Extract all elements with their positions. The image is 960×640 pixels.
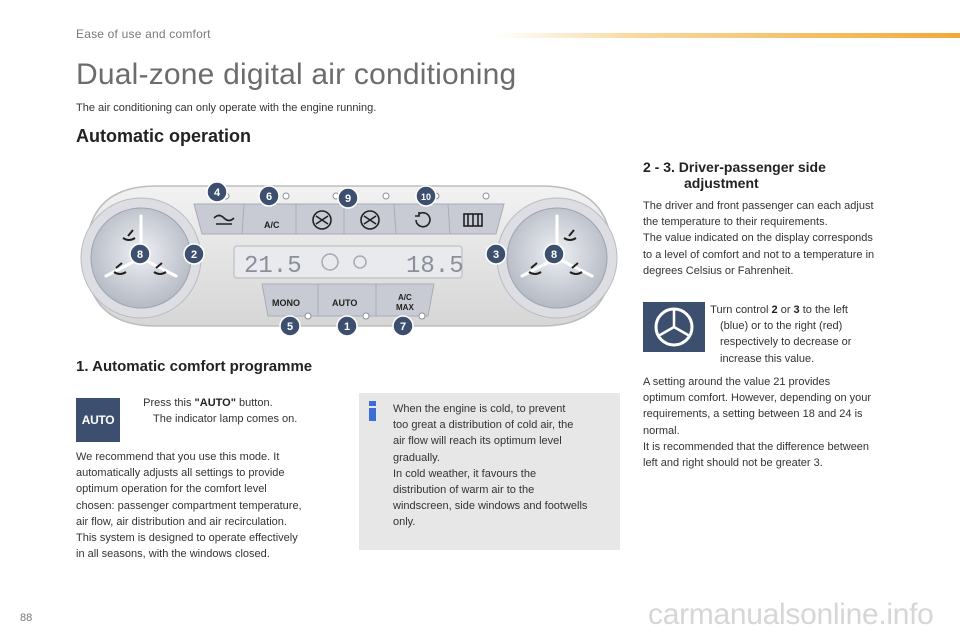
callout-badge-5 [279, 315, 301, 337]
ac-button-label: A/C [264, 220, 280, 230]
temperature-dial-icon [643, 302, 705, 352]
intro-text: The air conditioning can only operate wi… [76, 102, 377, 114]
right-temperature-readout: 18.5 [406, 253, 464, 280]
callout-label-2: 2 [191, 249, 197, 261]
callout-label-10: 10 [421, 192, 431, 202]
callout-badge-2 [183, 243, 205, 265]
watermark: carmanualsonline.info [648, 598, 934, 631]
display-recirculation-icon [353, 255, 367, 269]
auto-button-label: AUTO [332, 298, 357, 308]
callout-badge-1 [336, 315, 358, 337]
page-title: Dual-zone digital air conditioning [76, 58, 517, 91]
callout-label-6: 6 [266, 191, 272, 203]
callout-badges: 4 6 9 10 8 2 3 8 5 1 7 [129, 181, 565, 337]
callout-label-7: 7 [400, 321, 406, 333]
callout-label-3: 3 [493, 249, 499, 261]
callout-badge-9 [337, 187, 359, 209]
display-fan-icon [321, 253, 339, 271]
press-auto-step: Press this "AUTO" button. The indicator … [143, 397, 298, 426]
callout-badge-3 [485, 243, 507, 265]
section-header: Ease of use and comfort [76, 27, 211, 41]
mono-button-label: MONO [272, 298, 300, 308]
callout-badge-6 [258, 185, 280, 207]
turn-control-step: Turn control 2 or 3 to the left (blue) o… [710, 304, 852, 365]
callout-label-9: 9 [345, 193, 351, 205]
callout-label-8: 8 [551, 249, 557, 261]
callout-label-1: 1 [344, 321, 350, 333]
ac-max-button-label-line1: A/C [398, 293, 412, 302]
adjustment-paragraph: The driver and front passenger can each … [643, 200, 875, 277]
callout-badge-4 [206, 181, 228, 203]
info-icon [369, 401, 376, 421]
callout-label-8: 8 [137, 249, 143, 261]
callout-badge-7 [392, 315, 414, 337]
automatic-comfort-programme-heading: 1. Automatic comfort programme [76, 358, 313, 375]
driver-passenger-adjustment-heading: 2 - 3. Driver-passenger side adjustment [643, 159, 826, 191]
automatic-operation-heading: Automatic operation [76, 126, 252, 146]
left-temperature-readout: 21.5 [244, 253, 302, 280]
info-note-box [359, 393, 620, 550]
auto-button-icon: AUTO [76, 398, 120, 442]
callout-badge-10 [415, 185, 437, 207]
callout-label-5: 5 [287, 321, 293, 333]
callout-badge-8 [129, 243, 151, 265]
header-accent-line [496, 33, 960, 38]
callout-label-4: 4 [214, 187, 221, 199]
ac-max-button-label-line2: MAX [396, 303, 414, 312]
page-number: 88 [20, 612, 33, 624]
callout-badge-8 [543, 243, 565, 265]
climate-control-panel-illustration: 21.5 18.5 A/C MONO AUTO A/C MAX 4 6 9 10 8 2 3… [80, 181, 618, 337]
